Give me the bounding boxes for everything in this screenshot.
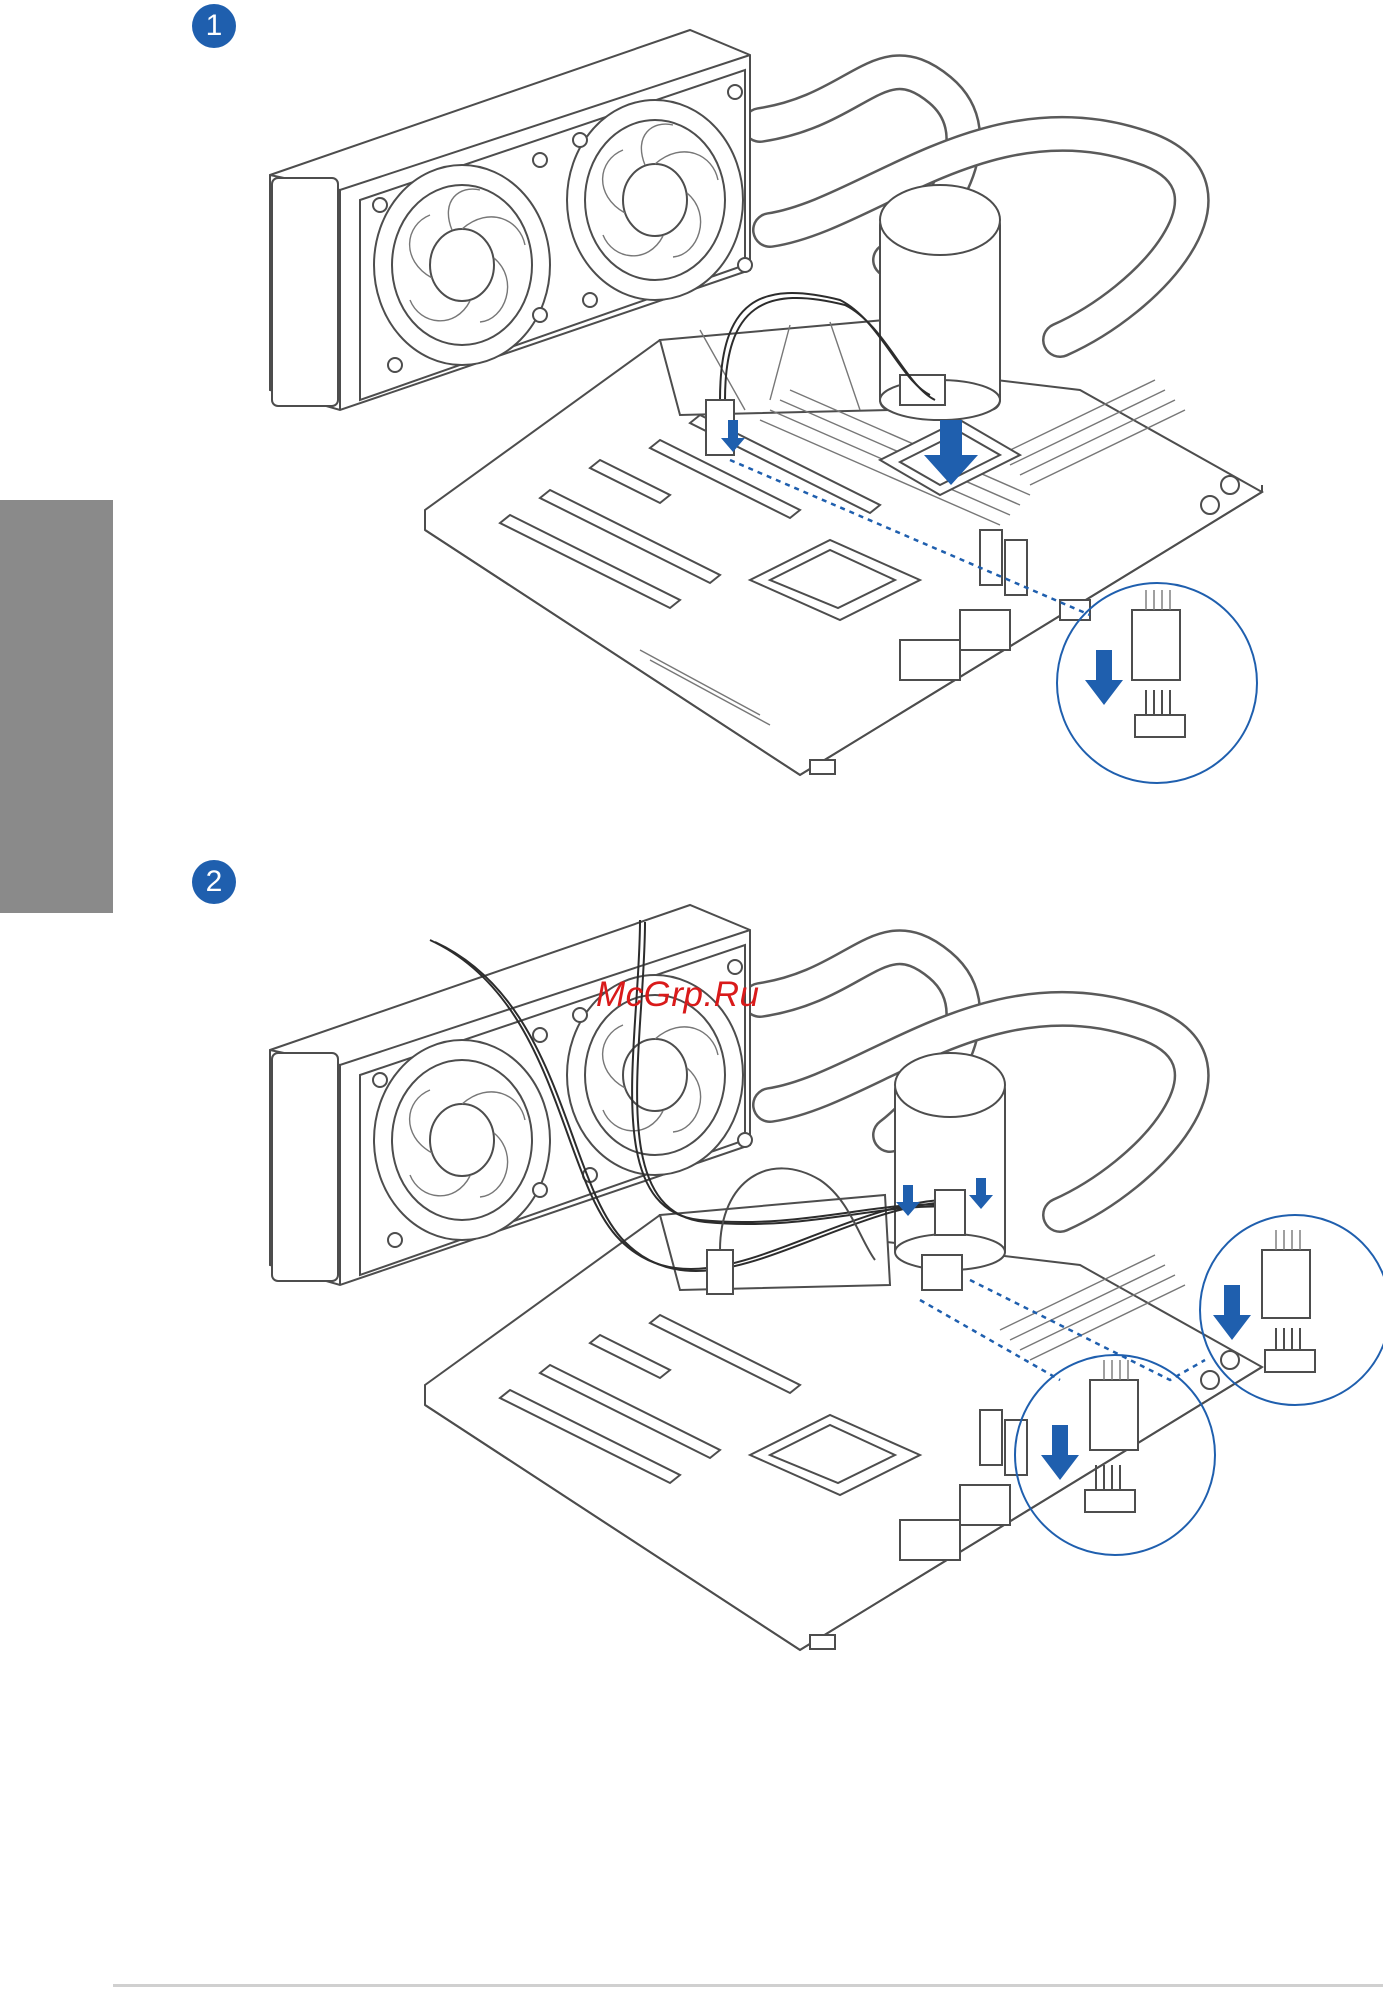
- motherboard-icon: [425, 320, 1262, 775]
- fan-header-icon: [935, 1190, 965, 1235]
- fan-header-icon: [922, 1255, 962, 1290]
- pump-icon: [880, 185, 1000, 420]
- pump-icon: [895, 1053, 1005, 1270]
- footer-rule: [113, 1984, 1383, 1987]
- arrow-down-icon: [1213, 1285, 1251, 1340]
- watermark: McGrp.Ru: [596, 975, 759, 1015]
- step-2-illustration: [0, 880, 1383, 1780]
- fan-header-callout: [1200, 1215, 1383, 1405]
- step-1-illustration: [0, 0, 1383, 800]
- arrow-down-icon: [1085, 650, 1123, 705]
